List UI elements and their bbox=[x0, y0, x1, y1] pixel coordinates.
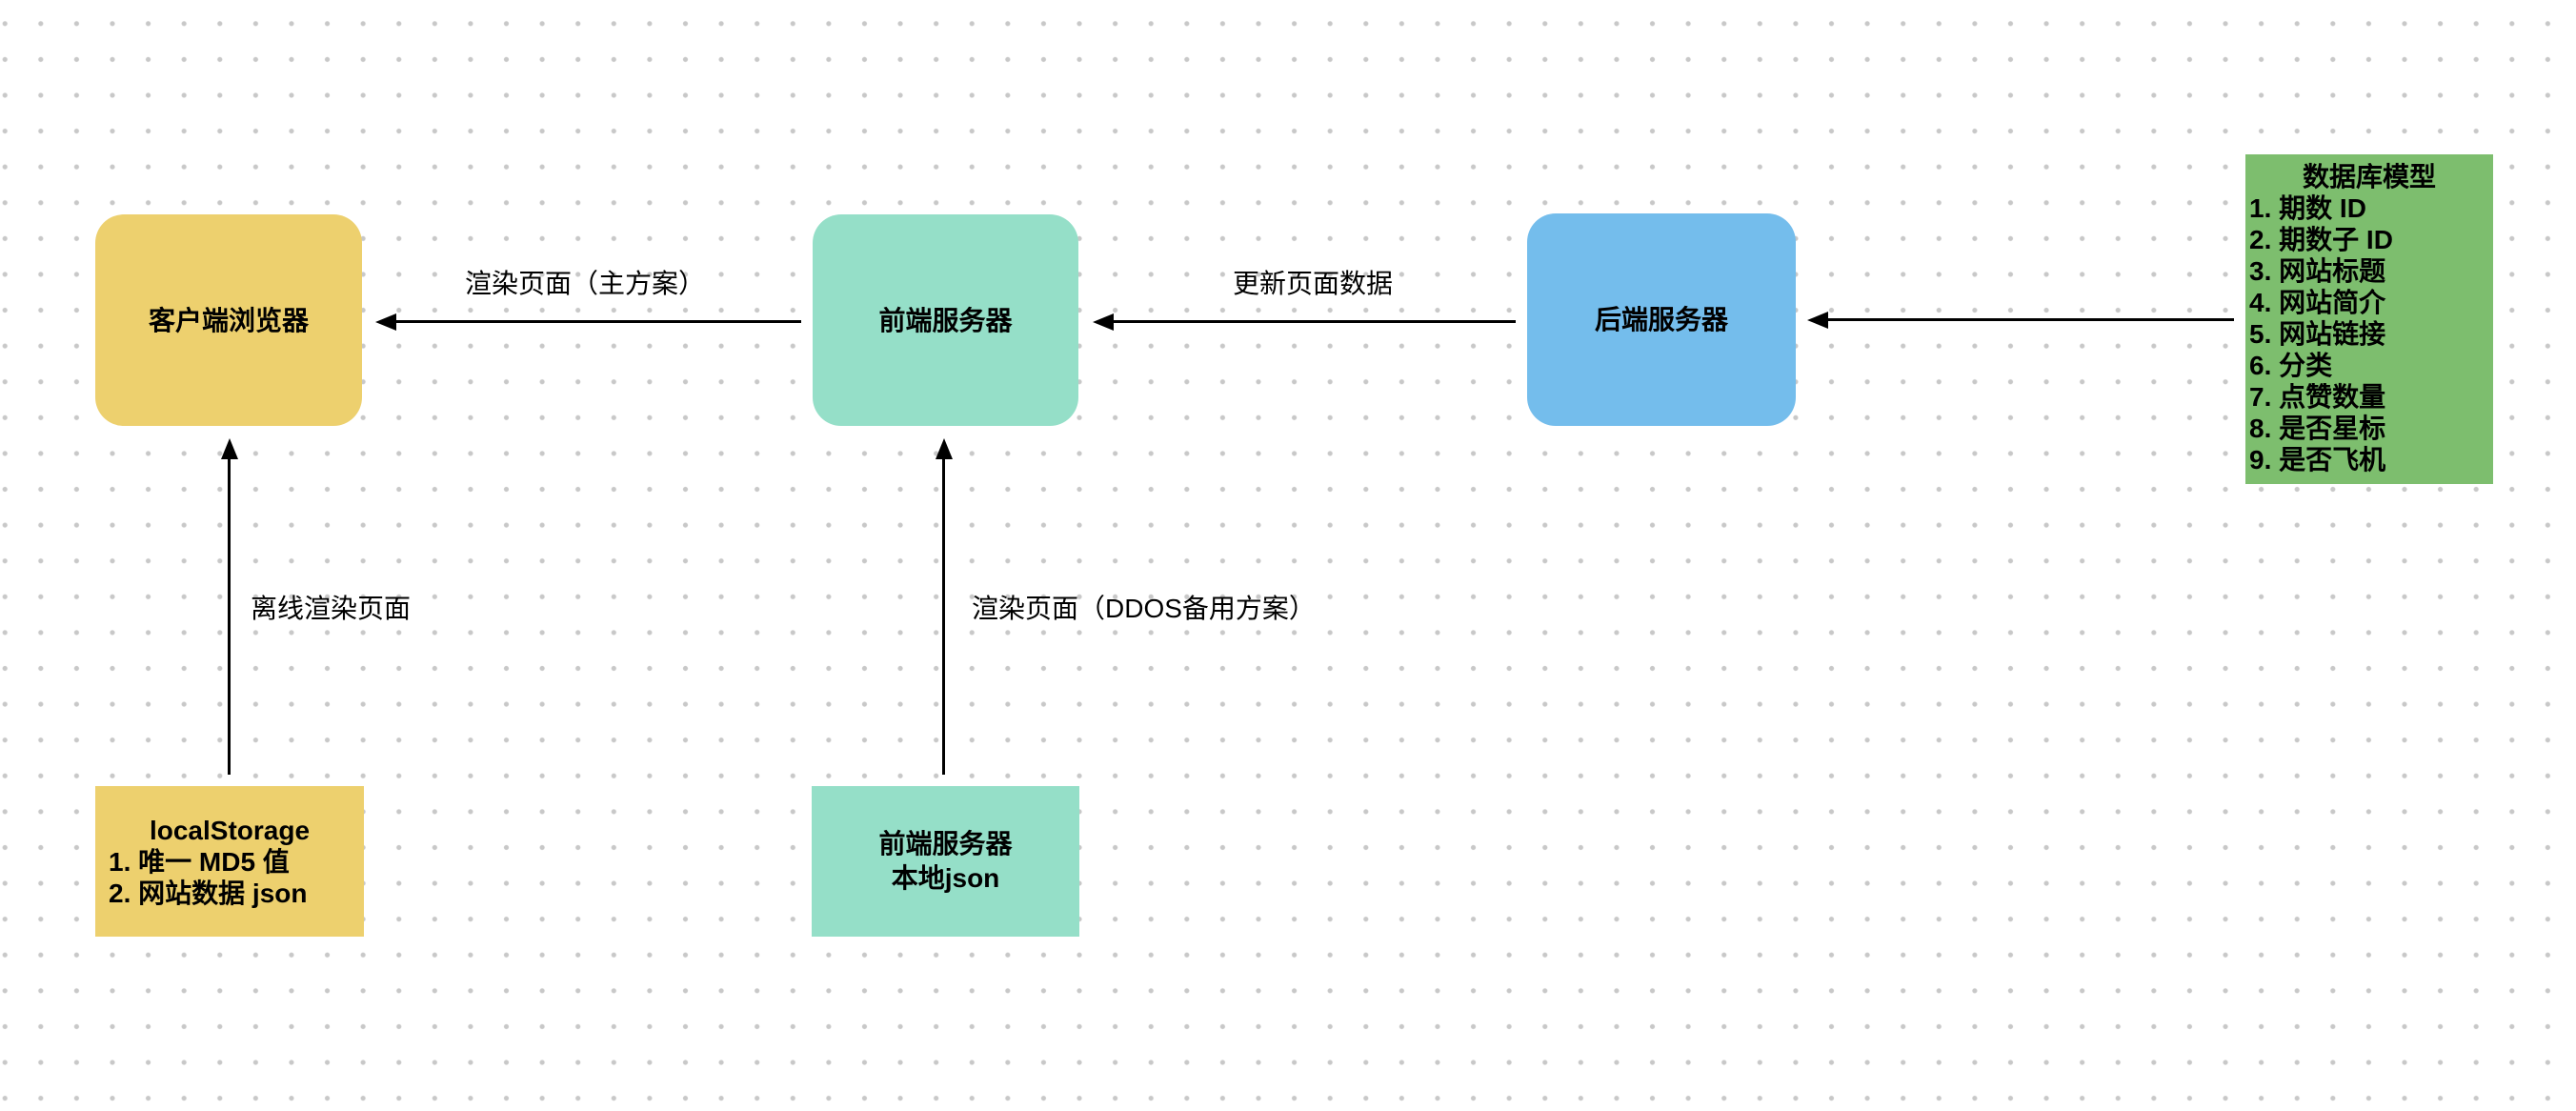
arrow-backend-to-frontend[interactable] bbox=[1093, 313, 1516, 331]
list-item: 1. 唯一 MD5 值 bbox=[109, 846, 290, 877]
local-storage-item-list: 1. 唯一 MD5 值 2. 网站数据 json bbox=[109, 846, 351, 909]
node-backend-server[interactable]: 后端服务器 bbox=[1527, 213, 1796, 426]
node-local-storage[interactable]: localStorage 1. 唯一 MD5 值 2. 网站数据 json bbox=[95, 786, 364, 937]
edge-label-render-main[interactable]: 渲染页面（主方案） bbox=[464, 269, 706, 298]
node-client-browser[interactable]: 客户端浏览器 bbox=[95, 214, 362, 426]
list-item: 7. 点赞数量 bbox=[2249, 382, 2386, 412]
list-item: 4. 网站简介 bbox=[2249, 288, 2386, 317]
list-item: 2. 网站数据 json bbox=[109, 878, 308, 908]
list-item: 5. 网站链接 bbox=[2249, 319, 2386, 349]
edge-label-ddos-render[interactable]: 渲染页面（DDOS备用方案） bbox=[972, 594, 1316, 623]
arrow-frontend-to-client[interactable] bbox=[375, 313, 801, 331]
arrow-database-to-backend[interactable] bbox=[1807, 311, 2234, 329]
node-frontend-server[interactable]: 前端服务器 bbox=[813, 214, 1078, 426]
arrow-localjson-to-frontend[interactable] bbox=[935, 438, 953, 775]
node-frontend-local-json[interactable]: 前端服务器 本地json bbox=[812, 786, 1079, 937]
node-client-browser-label: 客户端浏览器 bbox=[148, 305, 309, 335]
frontend-local-json-line1: 前端服务器 bbox=[878, 829, 1013, 858]
arrowhead-up-icon bbox=[935, 438, 953, 459]
database-model-field-list: 1. 期数 ID 2. 期数子 ID 3. 网站标题 4. 网站简介 5. 网站… bbox=[2249, 192, 2489, 475]
list-item: 6. 分类 bbox=[2249, 351, 2333, 380]
node-frontend-server-label: 前端服务器 bbox=[878, 305, 1013, 335]
arrowhead-up-icon bbox=[220, 438, 238, 459]
local-storage-title: localStorage bbox=[149, 815, 311, 845]
arrowhead-left-icon bbox=[1807, 311, 1828, 329]
arrowhead-left-icon bbox=[375, 313, 396, 331]
edge-label-update-data[interactable]: 更新页面数据 bbox=[1232, 269, 1394, 298]
database-model-title: 数据库模型 bbox=[2302, 162, 2436, 192]
list-item: 8. 是否星标 bbox=[2249, 414, 2386, 443]
frontend-local-json-line2: 本地json bbox=[891, 863, 1000, 893]
node-database-model[interactable]: 数据库模型 1. 期数 ID 2. 期数子 ID 3. 网站标题 4. 网站简介… bbox=[2245, 154, 2493, 484]
list-item: 2. 期数子 ID bbox=[2249, 225, 2393, 254]
list-item: 9. 是否飞机 bbox=[2249, 445, 2386, 475]
arrow-localstorage-to-client[interactable] bbox=[220, 438, 238, 775]
arrowhead-left-icon bbox=[1093, 313, 1114, 331]
list-item: 3. 网站标题 bbox=[2249, 256, 2386, 286]
edge-label-offline-render[interactable]: 离线渲染页面 bbox=[251, 594, 412, 623]
node-backend-server-label: 后端服务器 bbox=[1594, 305, 1728, 334]
list-item: 1. 期数 ID bbox=[2249, 193, 2366, 223]
